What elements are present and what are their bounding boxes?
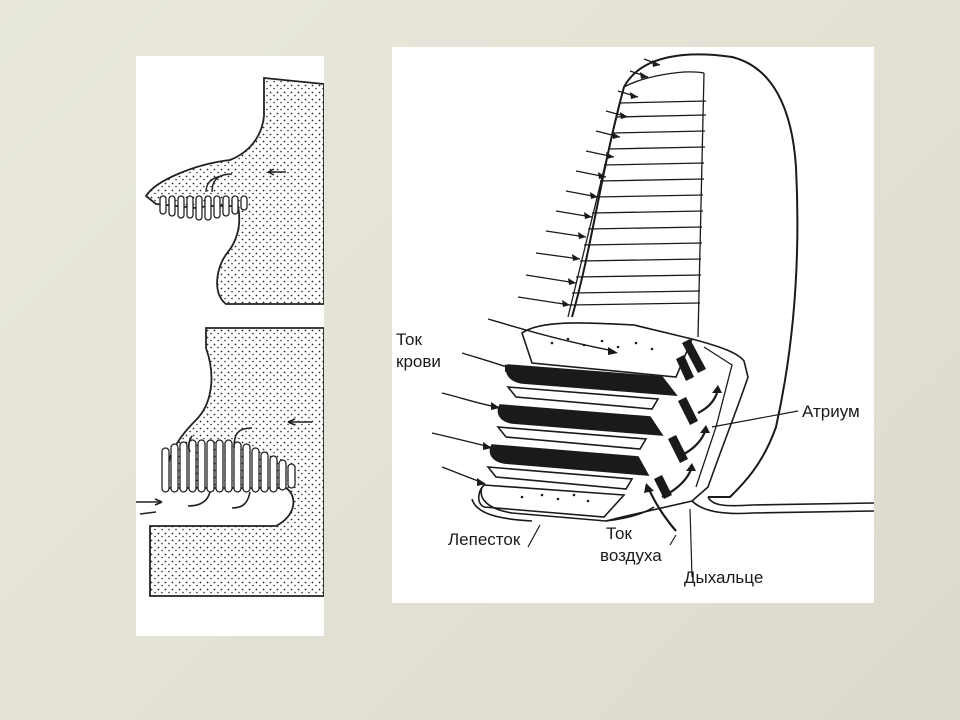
label-air-flow-line1: Ток (606, 524, 633, 543)
air-flow-arrowheads (644, 385, 722, 493)
left-figure-panel (136, 56, 324, 636)
label-air-flow-line2: воздуха (600, 546, 662, 565)
right-figure-panel: Ток крови Атриум Лепесток Ток воздуха Ды… (392, 47, 874, 603)
label-atrium: Атриум (802, 402, 860, 421)
lamella-inflow-arrowheads (477, 347, 618, 486)
label-leaders (527, 410, 799, 578)
blood-flow-arrowheads (562, 60, 660, 307)
top-lamellae (159, 195, 248, 221)
top-gill-sketch (144, 77, 324, 305)
label-spiracle: Дыхальце (684, 568, 763, 587)
lamellar-stack (567, 71, 707, 338)
right-figure-svg: Ток крови Атриум Лепесток Ток воздуха Ды… (396, 53, 874, 587)
label-lamella: Лепесток (448, 530, 521, 549)
gill-base (471, 486, 874, 522)
left-figure-svg (136, 77, 324, 597)
blood-flow-arrows (517, 58, 661, 306)
top-flow-arrows (205, 168, 286, 193)
plate-stipple (520, 337, 654, 503)
label-blood-flow-line2: крови (396, 352, 441, 371)
cutaway-lamellae (431, 318, 749, 532)
label-blood-flow-line1: Ток (396, 330, 423, 349)
bottom-flow-arrows (136, 418, 312, 515)
bottom-gill-sketch (136, 327, 324, 597)
bottom-lamellae (161, 439, 296, 493)
